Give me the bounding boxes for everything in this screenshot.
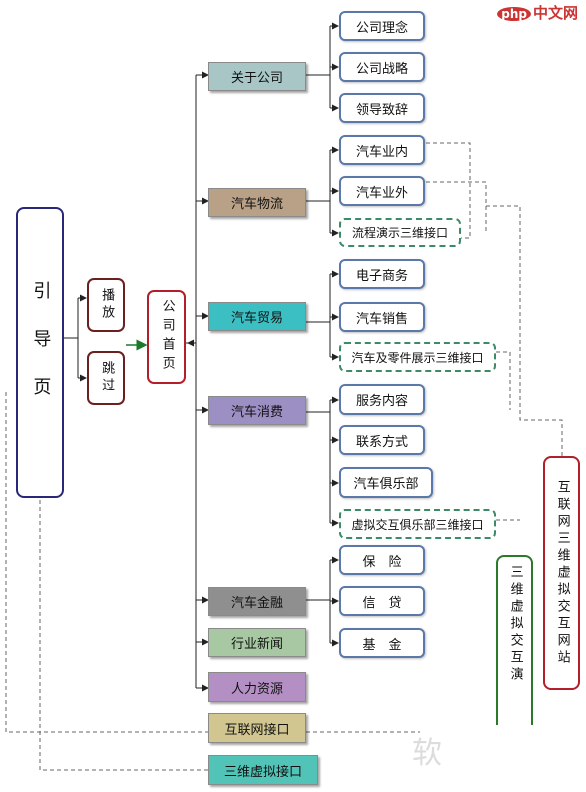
trade-3d-interface[interactable]: 汽车及零件展示三维接口 (339, 342, 496, 372)
virtual-3d-interface-label: 三维虚拟接口 (223, 764, 302, 780)
section-finance[interactable]: 汽车金融 (208, 587, 306, 616)
consume-item[interactable]: 服务内容 (339, 384, 425, 415)
finance-item[interactable]: 基 金 (339, 628, 425, 658)
about-item[interactable]: 公司理念 (339, 11, 425, 41)
section-trade[interactable]: 汽车贸易 (208, 302, 306, 331)
play-button[interactable]: 播放 (87, 278, 125, 332)
logistics-3d-interface-label: 流程演示三维接口 (351, 226, 448, 240)
finance-item[interactable]: 保 险 (339, 545, 425, 575)
guide-page-label: 引导页 (30, 280, 52, 425)
virtual-3d-interface[interactable]: 三维虚拟接口 (208, 755, 318, 785)
section-trade-label: 汽车贸易 (230, 311, 283, 326)
consume-item[interactable]: 联系方式 (339, 425, 425, 455)
about-item-label: 公司理念 (355, 20, 408, 36)
skip-label: 跳过 (99, 361, 115, 395)
consume-item-label: 汽车俱乐部 (353, 477, 419, 492)
finance-item-label: 信 贷 (362, 595, 402, 611)
section-finance-label: 汽车金融 (230, 596, 283, 611)
logistics-item[interactable]: 汽车业内 (339, 135, 425, 165)
trade-item[interactable]: 汽车销售 (339, 302, 425, 332)
section-logistics[interactable]: 汽车物流 (208, 188, 306, 217)
finance-item[interactable]: 信 贷 (339, 586, 425, 616)
section-hr[interactable]: 人力资源 (208, 672, 306, 702)
finance-item-label: 保 险 (362, 554, 402, 570)
logistics-3d-interface[interactable]: 流程演示三维接口 (339, 218, 461, 247)
consume-item-label: 联系方式 (355, 434, 408, 450)
interactive-3d-box[interactable]: 三维虚拟交互演 (496, 555, 533, 725)
watermark: 软 (412, 736, 442, 771)
internet-3d-site-box[interactable]: 互联网三维虚拟交互网站 (543, 456, 580, 690)
about-item-label: 领导致辞 (355, 102, 408, 118)
section-consume-label: 汽车消费 (230, 405, 283, 420)
section-about-label: 关于公司 (230, 71, 283, 86)
logistics-item-label: 汽车业外 (355, 185, 408, 201)
about-item[interactable]: 领导致辞 (339, 93, 425, 123)
guide-page-node[interactable]: 引导页 (16, 207, 64, 498)
trade-item-label: 电子商务 (355, 268, 408, 284)
consume-item-label: 服务内容 (355, 394, 408, 409)
play-label: 播放 (99, 288, 115, 322)
trade-3d-interface-label: 汽车及零件展示三维接口 (351, 350, 484, 365)
about-item[interactable]: 公司战略 (339, 52, 425, 82)
logistics-item[interactable]: 汽车业外 (339, 176, 425, 206)
internet-interface[interactable]: 互联网接口 (208, 713, 306, 743)
internet-3d-site-label: 互联网三维虚拟交互网站 (554, 479, 570, 667)
skip-button[interactable]: 跳过 (87, 351, 125, 405)
consume-item[interactable]: 汽车俱乐部 (339, 467, 433, 498)
home-label: 公司首页 (159, 299, 175, 375)
section-news[interactable]: 行业新闻 (208, 628, 306, 657)
consume-3d-interface[interactable]: 虚拟交互俱乐部三维接口 (339, 509, 496, 539)
section-news-label: 行业新闻 (230, 637, 283, 652)
logistics-item-label: 汽车业内 (355, 144, 408, 160)
section-about[interactable]: 关于公司 (208, 62, 306, 91)
trade-item[interactable]: 电子商务 (339, 259, 425, 289)
about-item-label: 公司战略 (355, 61, 408, 77)
section-consume[interactable]: 汽车消费 (208, 396, 306, 425)
interactive-3d-label: 三维虚拟交互演 (507, 565, 523, 684)
finance-item-label: 基 金 (362, 637, 402, 653)
consume-3d-interface-label: 虚拟交互俱乐部三维接口 (351, 517, 484, 532)
section-logistics-label: 汽车物流 (230, 197, 283, 212)
section-hr-label: 人力资源 (230, 681, 283, 697)
internet-interface-label: 互联网接口 (224, 722, 290, 738)
trade-item-label: 汽车销售 (355, 311, 408, 327)
home-node[interactable]: 公司首页 (147, 290, 186, 384)
